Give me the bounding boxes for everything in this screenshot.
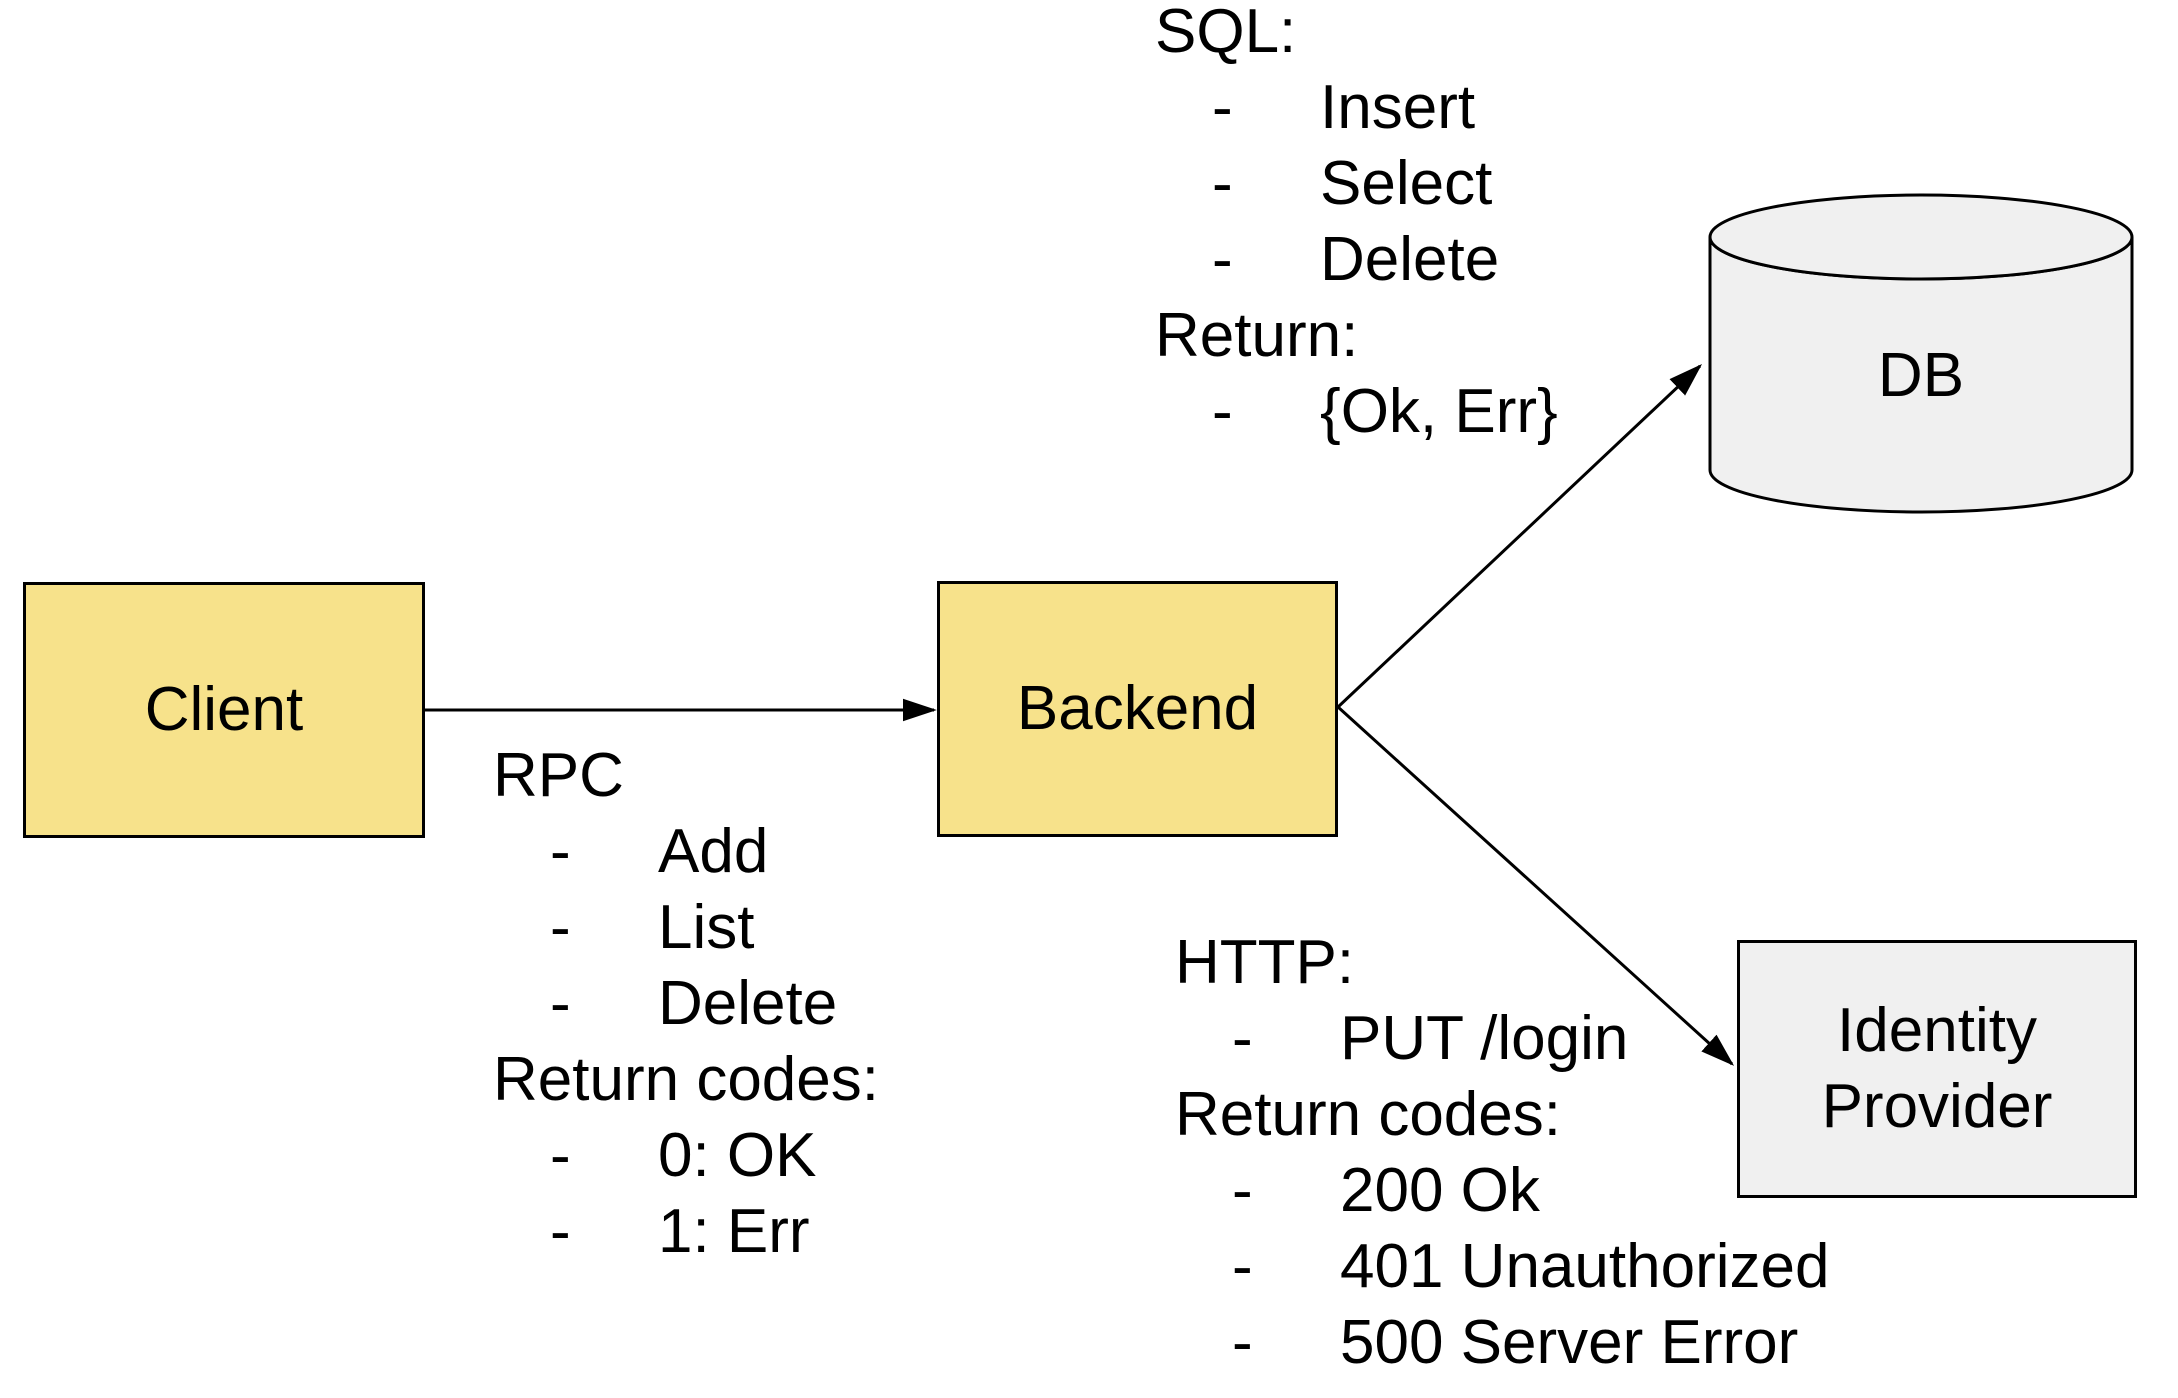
bullet-dash: - <box>550 893 571 962</box>
sql-item: - Delete <box>1155 222 1558 298</box>
sql-item: - Select <box>1155 146 1558 222</box>
identity-provider-node: Identity Provider <box>1737 940 2137 1198</box>
rpc-title: RPC <box>493 741 624 810</box>
http-annotation: HTTP: -PUT /login Return codes: -200 Ok … <box>1175 925 1829 1381</box>
sql-item: - Insert <box>1155 70 1558 146</box>
http-return-item: - 500 Server Error <box>1175 1305 1829 1381</box>
http-item: - PUT /login <box>1175 1001 1829 1077</box>
rpc-return-title: Return codes: <box>493 1045 879 1114</box>
rpc-item-text: Add <box>658 817 769 886</box>
bullet-dash: - <box>1212 73 1233 142</box>
identity-provider-label-line1: Identity <box>1837 996 2037 1065</box>
bullet-dash: - <box>1232 1308 1253 1377</box>
rpc-item: - Delete <box>493 966 879 1042</box>
http-return-item: - 200 Ok <box>1175 1153 1829 1229</box>
http-title: HTTP: <box>1175 928 1355 997</box>
rpc-item: - List <box>493 890 879 966</box>
bullet-dash: - <box>1212 225 1233 294</box>
bullet-dash: - <box>550 969 571 1038</box>
backend-node-label: Backend <box>1016 674 1259 743</box>
sql-item-text: Delete <box>1320 225 1500 294</box>
http-return-title: Return codes: <box>1175 1080 1561 1149</box>
bullet-dash: - <box>1232 1004 1253 1073</box>
bullet-dash: - <box>1232 1232 1253 1301</box>
identity-provider-label-line2: Provider <box>1821 1072 2053 1141</box>
http-item-text: PUT /login <box>1340 1004 1629 1073</box>
bullet-dash: - <box>550 817 571 886</box>
bullet-dash: - <box>1212 377 1233 446</box>
sql-item-text: Insert <box>1320 73 1476 142</box>
bullet-dash: - <box>1232 1156 1253 1225</box>
rpc-item-text: Delete <box>658 969 838 1038</box>
rpc-item-text: List <box>658 893 755 962</box>
http-return-item-text: 200 Ok <box>1340 1156 1540 1225</box>
bullet-dash: - <box>550 1121 571 1190</box>
rpc-return-item: - 1: Err <box>493 1194 879 1270</box>
rpc-item: - Add <box>493 814 879 890</box>
rpc-return-item-text: 1: Err <box>658 1197 810 1266</box>
client-node: Client <box>23 582 425 838</box>
http-return-item-text: 500 Server Error <box>1340 1308 1799 1377</box>
bullet-dash: - <box>1212 149 1233 218</box>
bullet-dash: - <box>550 1197 571 1266</box>
sql-return-item-text: {Ok, Err} <box>1320 377 1558 446</box>
db-cylinder-top <box>1708 193 2134 281</box>
sql-return-item: - {Ok, Err} <box>1155 374 1558 450</box>
client-node-label: Client <box>144 675 304 744</box>
rpc-return-item-text: 0: OK <box>658 1121 817 1190</box>
rpc-annotation: RPC - Add - List - Delete Return codes: - 0:… <box>493 738 879 1270</box>
db-node-label: DB <box>1877 341 1965 410</box>
backend-node: Backend <box>937 581 1338 837</box>
sql-item-text: Select <box>1320 149 1493 218</box>
http-return-item-text: 401 Unauthorized <box>1340 1232 1830 1301</box>
rpc-return-item: - 0: OK <box>493 1118 879 1194</box>
http-return-item: - 401 Unauthorized <box>1175 1229 1829 1305</box>
sql-annotation: SQL: - Insert - Select - Delete Return: - {O… <box>1155 0 1558 450</box>
sql-return-title: Return: <box>1155 301 1359 370</box>
sql-title: SQL: <box>1155 0 1297 66</box>
